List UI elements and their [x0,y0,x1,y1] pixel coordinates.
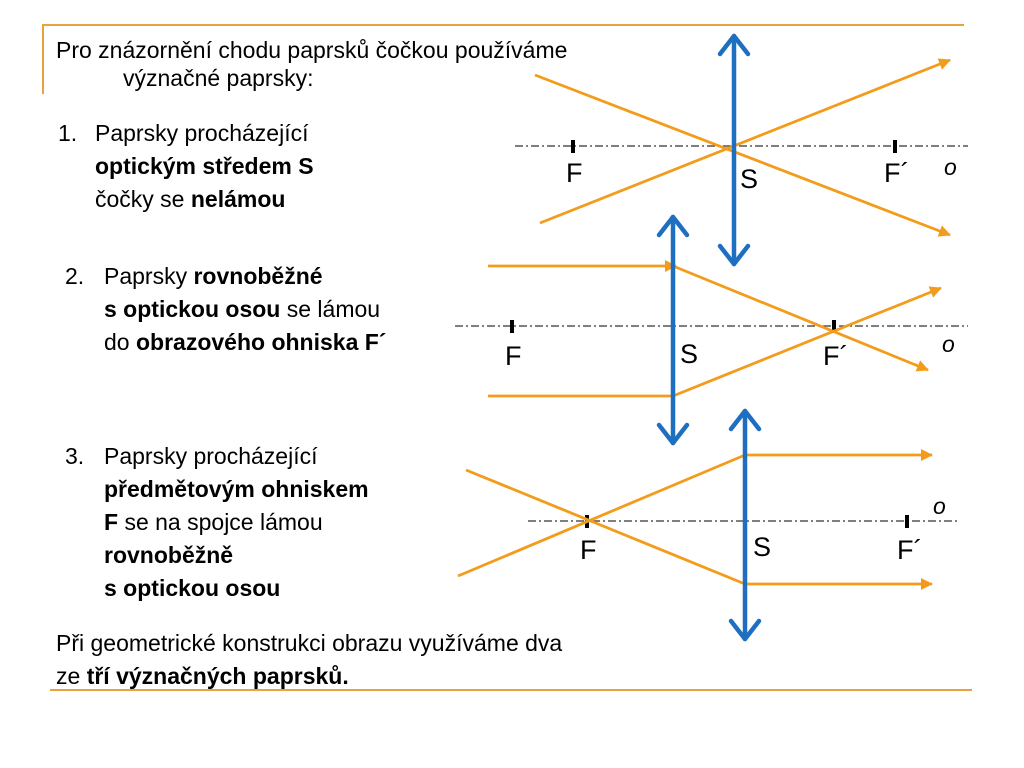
item-bold-text: rovnoběžné [193,263,323,289]
ray [534,73,951,237]
item-line: Paprsky procházející [104,443,318,469]
intro-line-1: Pro znázornění chodu paprsků čočkou použ… [56,37,568,63]
top-rule [42,24,964,26]
ray [457,453,746,578]
item-text: Paprsky [104,263,194,289]
ray [465,468,746,586]
converging-lens [656,214,690,446]
conclusion-line-1: Při geometrické konstrukci obrazu využív… [56,630,563,656]
item-text: čočky se [95,186,191,212]
intro-line-2: význačné paprsky: [123,65,314,91]
focus-label: F [580,535,597,565]
item-number: 3. [65,443,85,469]
item-bold-text: předmětovým ohniskem [104,476,369,502]
item-bold-text: F [104,509,119,535]
item-line: čočky se nelámou [58,183,314,216]
diagram-2: F S F´ o [455,214,968,446]
item-line: s optickou osou se lámou [65,293,386,326]
converging-lens [717,33,751,267]
item-bold-text: s optickou osou [104,296,281,322]
conclusion-text-part: ze [56,663,87,689]
item-bold-text: rovnoběžně [104,542,234,568]
item-bold-text: nelámou [190,186,286,212]
item-bold-text: s optickou osou [104,575,281,601]
focus-label: F [566,158,583,188]
diagram-3: F S F´ o [457,408,958,642]
item-number: 2. [65,263,85,289]
item-text: se na spojce lámou [118,509,323,535]
item-text: do [104,329,136,355]
item-line: Paprsky procházející [95,120,309,146]
image-focus-label: F´ [897,535,922,565]
item-line: F se na spojce lámou [65,506,369,539]
center-label: S [680,339,698,369]
ray [539,58,951,225]
conclusion-line-2: ze tří význačných paprsků. [56,660,562,693]
item-number: 1. [58,120,78,146]
axis-label: o [933,493,946,519]
image-focus-label: F´ [823,341,848,371]
conclusion-text: Při geometrické konstrukci obrazu využív… [56,627,562,693]
intro-text: Pro znázornění chodu paprsků čočkou použ… [56,36,567,92]
bottom-rule [50,689,972,691]
ray [672,286,942,398]
list-item-3: 3. Paprsky procházející předmětovým ohni… [65,440,369,605]
axis-label: o [944,154,957,180]
item-line: Paprsky rovnoběžné [65,260,386,293]
item-line: do obrazového ohniska F´ [65,326,386,359]
item-text: se lámou [280,296,381,322]
list-item-1: 1. Paprsky procházející optickým středem… [58,117,314,216]
axis-label: o [942,331,955,357]
left-rule [42,24,44,94]
diagram-1: F S F´ o [515,33,968,267]
focus-label: F [505,341,522,371]
item-bold-text: obrazového ohniska F´ [135,329,387,355]
converging-lens [728,408,762,642]
item-line: předmětovým ohniskem [65,473,369,506]
list-item-2: 2. Paprsky rovnoběžné s optickou osou se… [65,260,386,359]
item-line: s optickou osou [65,572,369,605]
conclusion-bold-text: tří význačných paprsků. [86,663,349,689]
item-line: rovnoběžně [65,539,369,572]
center-label: S [740,164,758,194]
item-line: optickým středem S [58,150,314,183]
ray [672,264,929,372]
center-label: S [753,532,771,562]
item-bold-text: optickým středem S [95,153,314,179]
image-focus-label: F´ [884,158,909,188]
